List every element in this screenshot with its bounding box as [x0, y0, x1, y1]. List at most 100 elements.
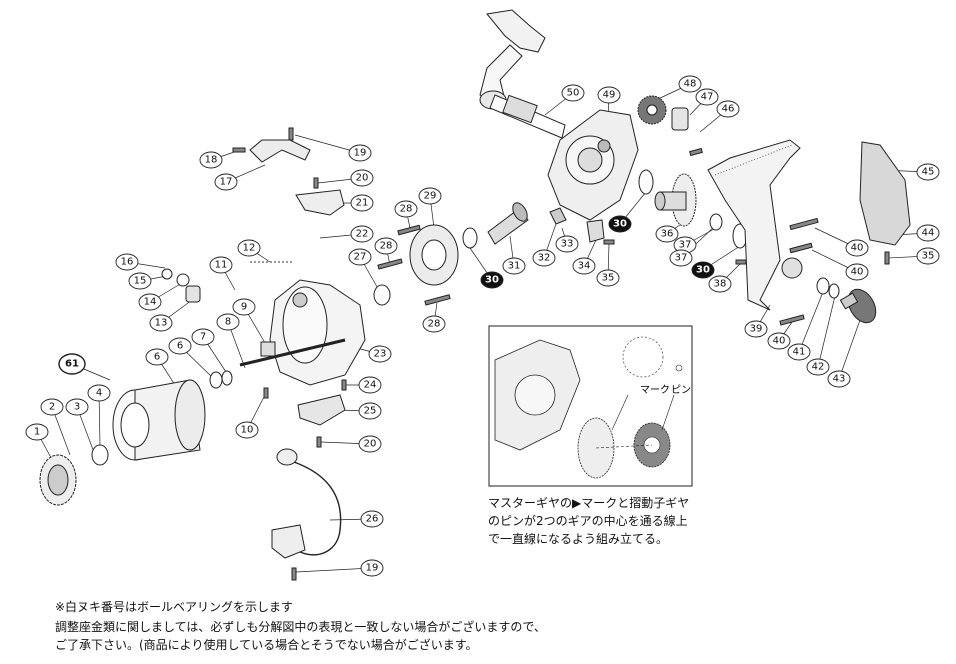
part-number: 35 [602, 273, 615, 284]
part-number: 20 [356, 173, 369, 184]
part-callout-10: 10 [235, 421, 259, 439]
bail-arm [249, 139, 311, 163]
part-number: 50 [567, 88, 580, 99]
part-number: 12 [243, 243, 256, 254]
part-callout-42: 42 [806, 358, 830, 376]
part-callout-40: 40 [845, 239, 869, 257]
part-callout-44: 44 [916, 224, 940, 242]
screws [232, 127, 890, 581]
part-number: 42 [812, 362, 825, 373]
part-number: 1 [34, 427, 40, 438]
part-number: 3 [74, 402, 80, 413]
part-number: 7 [200, 332, 206, 343]
part-number: 49 [603, 90, 616, 101]
part-callout-26: 26 [360, 510, 384, 528]
bearing-30c [462, 227, 478, 249]
part-number: 15 [134, 276, 147, 287]
part-number: 46 [722, 104, 735, 115]
leader-line [98, 392, 101, 446]
part-number: 24 [364, 380, 377, 391]
part-15 [161, 268, 173, 280]
part-callout-36: 36 [655, 225, 679, 243]
part-7 [221, 370, 233, 386]
part-number: 11 [215, 260, 228, 271]
part-number: 23 [374, 349, 387, 360]
part-number: 61 [65, 359, 79, 370]
part-callout-41: 41 [787, 343, 811, 361]
part-callout-35: 35 [596, 269, 620, 287]
part-number: 21 [356, 198, 369, 209]
bail-holder [271, 524, 306, 559]
part-callout-21: 21 [350, 194, 374, 212]
part-number: 25 [364, 406, 377, 417]
part-callout-46: 46 [716, 100, 740, 118]
part-callout-20: 20 [350, 169, 374, 187]
rotor [269, 279, 366, 386]
part-number: 31 [508, 261, 521, 272]
part-number: 44 [922, 228, 935, 239]
gear-48 [637, 95, 667, 125]
part-callout-6: 6 [145, 348, 169, 366]
handle-assembly [479, 9, 566, 139]
part-callout-40: 40 [767, 332, 791, 350]
part-number: 4 [96, 388, 102, 399]
part-number: 27 [354, 252, 367, 263]
part-number: 2 [49, 402, 55, 413]
part-callout-30: 30 [480, 271, 504, 289]
part-number: 29 [424, 191, 437, 202]
part-callout-35: 35 [916, 247, 940, 265]
leader-line [798, 291, 824, 353]
part-callout-3: 3 [65, 398, 89, 416]
leader-line [838, 319, 861, 380]
part-number: 40 [773, 336, 786, 347]
part-number: 36 [661, 229, 674, 240]
bearing-30a [638, 169, 654, 195]
rotor-housing [409, 224, 459, 286]
leader-line [294, 134, 361, 154]
part-number: 16 [121, 257, 134, 268]
part-number: 40 [851, 267, 864, 278]
rear-body [707, 139, 803, 311]
part-number: 32 [538, 253, 551, 264]
inset-caption: マスターギヤの▶マークと摺動子ギヤのピンが2つのギアの中心を通る線上で一直線にな… [488, 496, 690, 546]
part-number: 33 [561, 239, 574, 250]
side-cover [859, 141, 911, 246]
part-callout-33: 33 [555, 235, 579, 253]
part-callout-27: 27 [348, 248, 372, 266]
part-number: 17 [220, 177, 233, 188]
part-callout-13: 13 [149, 314, 173, 332]
part-callout-4: 4 [87, 384, 111, 402]
washer-37a [709, 213, 723, 231]
reel-body [547, 109, 639, 221]
part-callout-34: 34 [572, 257, 596, 275]
part-callout-6: 6 [168, 337, 192, 355]
gear-alignment-inset: マーク ピン [488, 325, 693, 487]
part-callout-12: 12 [237, 239, 261, 257]
part-callout-25: 25 [358, 402, 382, 420]
leader-line [817, 295, 836, 368]
part-callout-19: 19 [348, 144, 372, 162]
part-callout-24: 24 [358, 376, 382, 394]
part-callout-49: 49 [597, 86, 621, 104]
part-callout-22: 22 [350, 225, 374, 243]
part-callout-50: 50 [561, 84, 585, 102]
part-callout-17: 17 [214, 173, 238, 191]
part-callout-40: 40 [845, 263, 869, 281]
part-callout-30: 30 [691, 261, 715, 279]
part-number: 28 [380, 241, 393, 252]
leader-line [295, 567, 373, 573]
part-14 [176, 273, 190, 287]
part-callout-2: 2 [40, 398, 64, 416]
inset-mark-label: マーク [640, 384, 670, 396]
part-callout-38: 38 [708, 275, 732, 293]
washer-note-line1: 調整座金類に関しましては、必ずしも分解図中の表現と一致しない場合がございますので… [55, 620, 546, 634]
part-number: 30 [613, 219, 627, 230]
part-6 [209, 371, 223, 389]
part-number: 8 [225, 317, 231, 328]
part-callout-32: 32 [532, 249, 556, 267]
part-41 [816, 277, 830, 295]
part-32 [549, 207, 567, 225]
part-42 [828, 283, 840, 299]
part-number: 20 [364, 439, 377, 450]
